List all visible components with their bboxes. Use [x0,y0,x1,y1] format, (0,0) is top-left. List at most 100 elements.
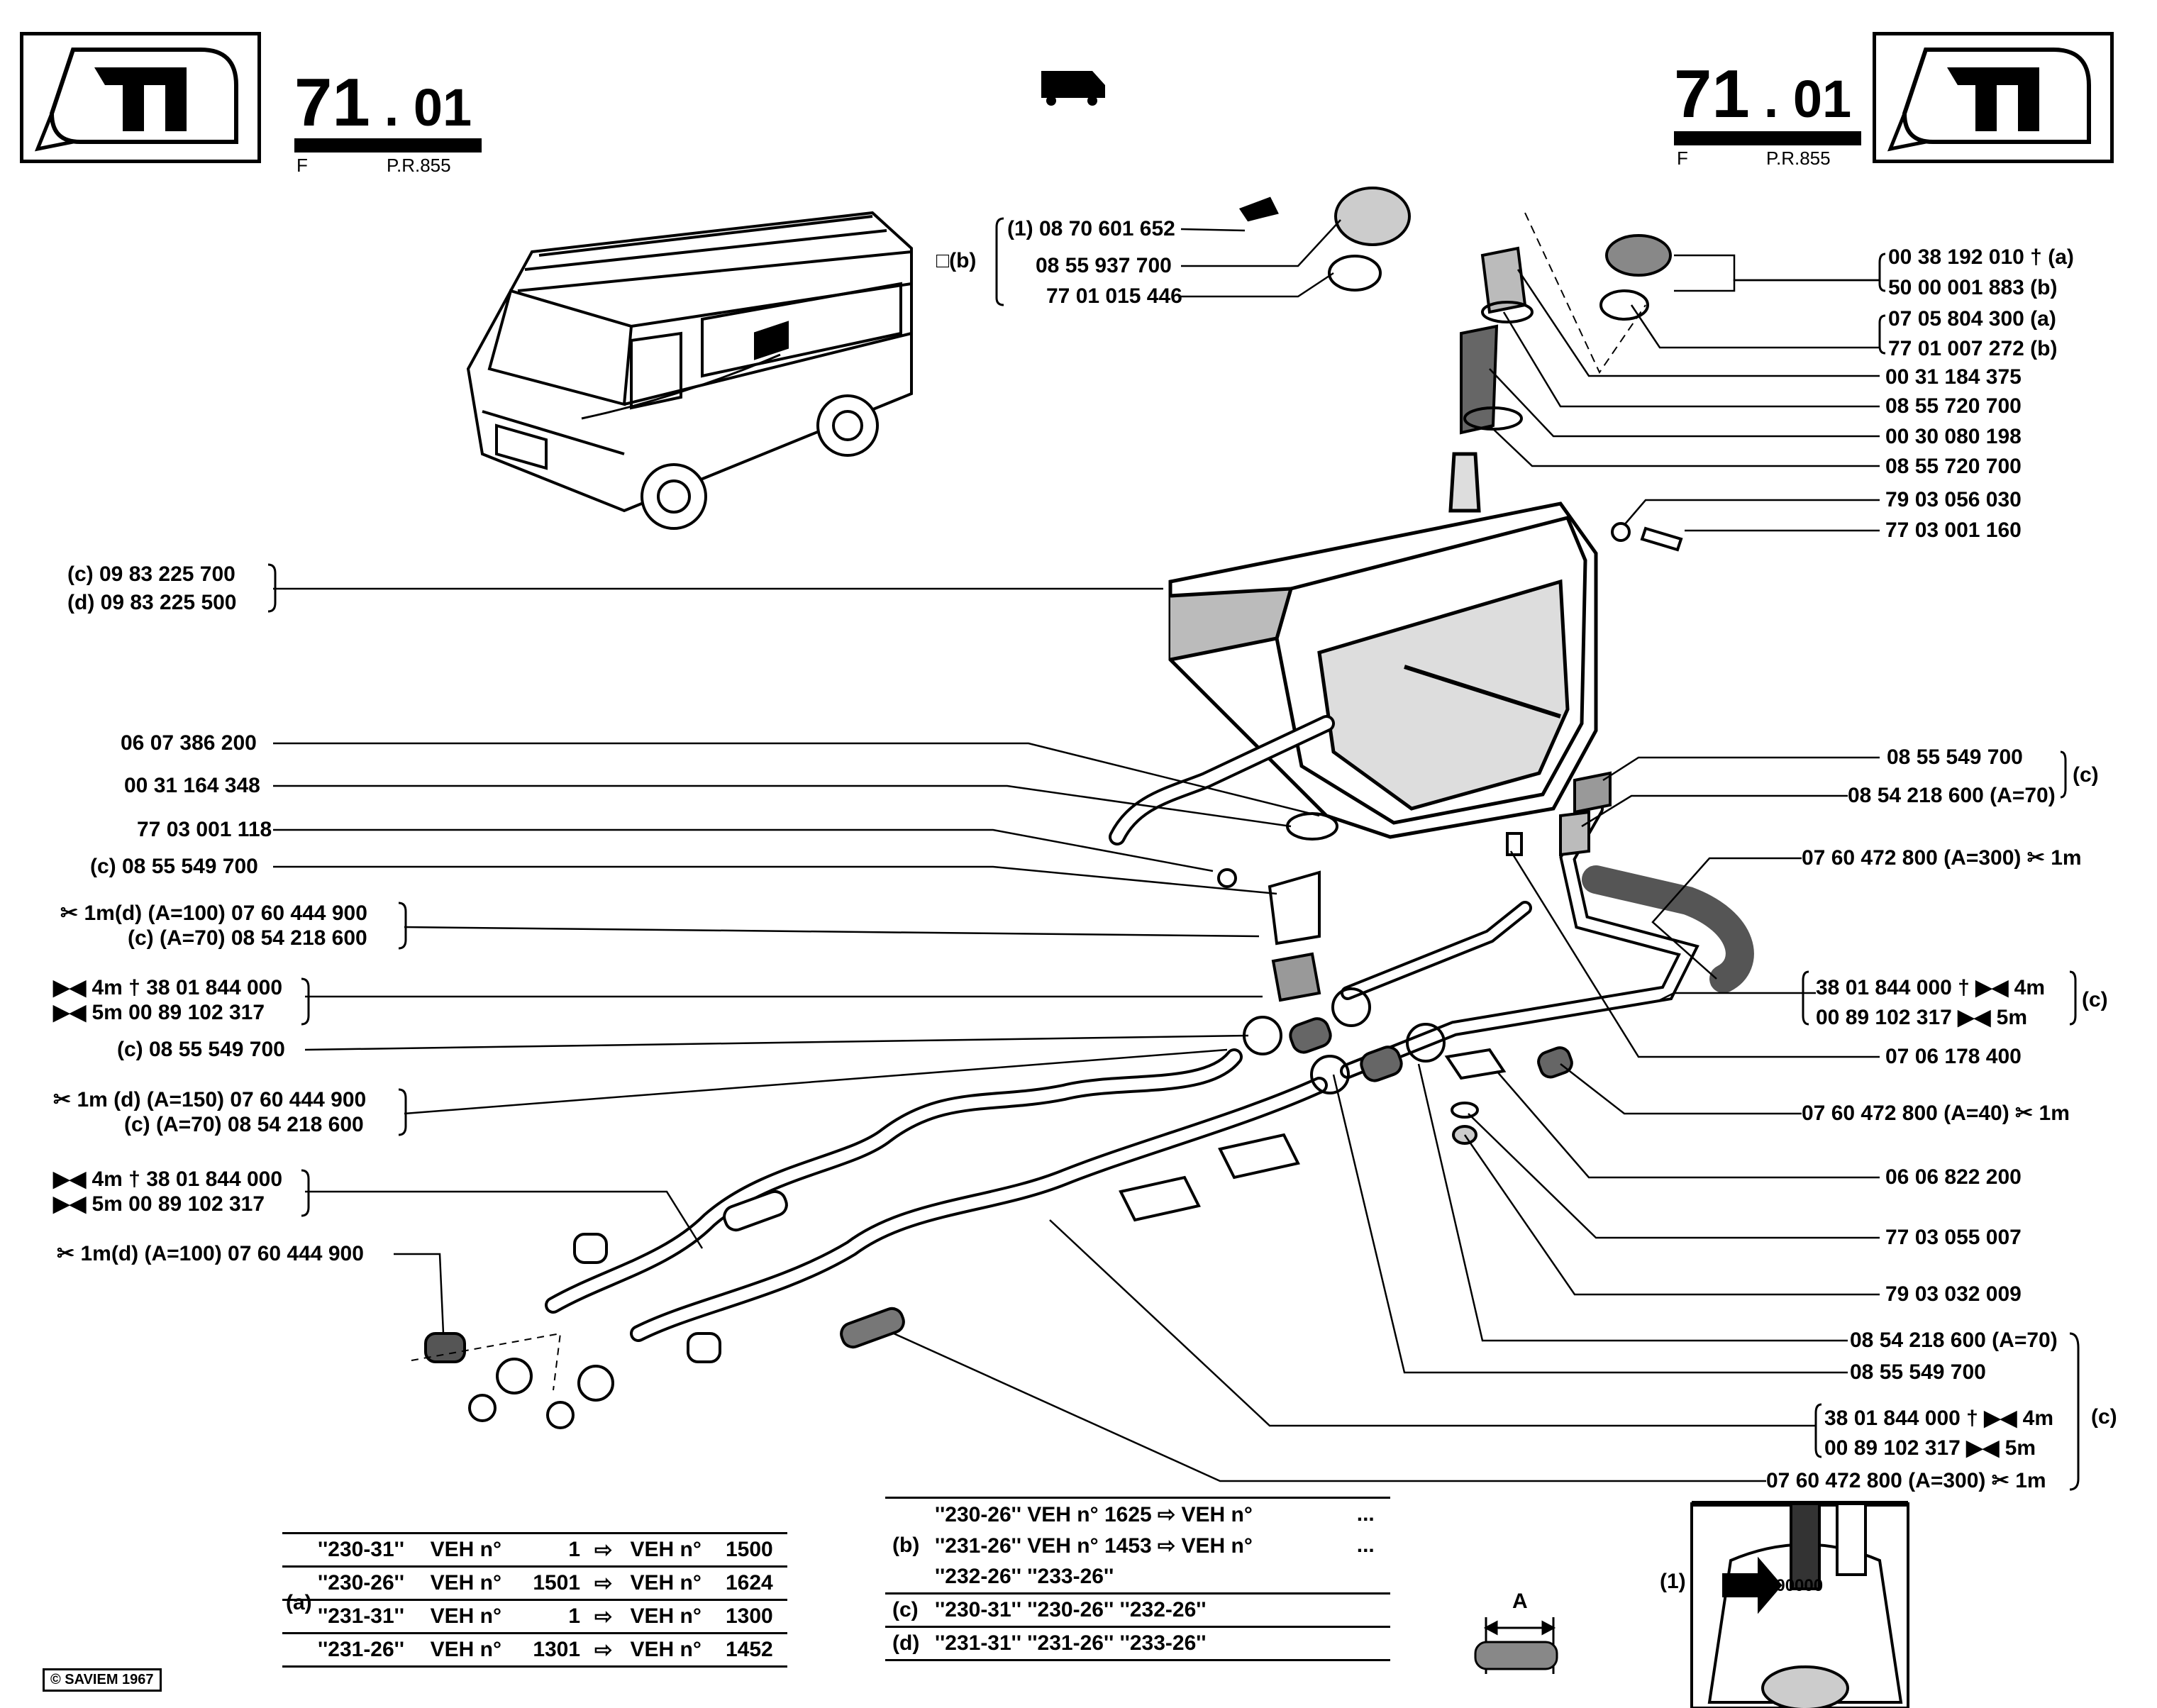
part-label-left-12: ✂ 1m (d) (A=150) 07 60 444 900 [53,1088,367,1111]
table-row: ''231-31'' VEH n° 1 ⇨ VEH n° 1300 [282,1599,787,1634]
tag-c-right-2: (c) [2082,988,2108,1011]
part-label-left-5: 77 03 001 118 [137,818,272,841]
part-label-right-16: 07 06 178 400 [1885,1045,2022,1068]
table-cell: VEH n° [623,1565,719,1600]
table-cell: 1300 [718,1599,787,1634]
table-cell: (d) [885,1626,928,1661]
part-label-right-13: 07 60 472 800 (A=300) ✂ 1m [1802,846,2082,870]
table-cell: VEH n° [423,1599,519,1634]
header-ref-left: P.R.855 [387,155,451,176]
table-cell: ⇨ [587,1599,623,1634]
key-inset-drawing [1690,1501,1909,1708]
table-cell: VEH n° [423,1565,519,1600]
logo-right [1873,32,2114,163]
part-label-left-8: (c) (A=70) 08 54 218 600 [128,926,367,950]
header-letter-left: F [296,155,308,176]
table-cell: 1 [519,1599,588,1634]
part-label-left-9: ▶◀ 4m † 38 01 844 000 [53,976,283,999]
part-label-right-3: 07 05 804 300 (a) [1888,307,2056,331]
vehicle-range-table-a: ''230-31'' VEH n° 1 ⇨ VEH n° 1500 ''230-… [282,1532,787,1668]
dimension-label: A [1512,1590,1528,1613]
part-label-left-4: 00 31 164 348 [124,774,260,797]
table-row: ''232-26'' ''233-26'' [885,1561,1390,1594]
part-label-left-6: (c) 08 55 549 700 [90,855,258,878]
table-cell: (c) [885,1592,928,1627]
table-row: ''230-26'' VEH n° 1501 ⇨ VEH n° 1624 [282,1565,787,1600]
table-cell: ''231-26'' [311,1632,423,1668]
part-label-right-9: 79 03 056 030 [1885,488,2022,511]
part-label-right-14: 38 01 844 000 † ▶◀ 4m [1816,976,2046,999]
table-cell: 1452 [718,1632,787,1668]
table-cell: 1501 [519,1565,588,1600]
table-cell: ⇨ [587,1532,623,1567]
page-number-left: 71. 01 [294,64,472,142]
table-cell: VEH n° [623,1532,719,1567]
table-cell: ''231-26'' VEH n° 1453 ⇨ VEH n° [935,1534,1253,1558]
page-number-sub: . 01 [384,78,472,137]
table-cell: ''230-26'' [311,1565,423,1600]
part-label-left-2: (d) 09 83 225 500 [67,591,237,614]
part-label-right-8: 08 55 720 700 [1885,455,2022,478]
table-cell: 1624 [718,1565,787,1600]
table-cell [885,1497,928,1530]
table-cell: 1301 [519,1632,588,1668]
part-label-left-11: (c) 08 55 549 700 [117,1038,285,1061]
table-cell: ... [1349,1497,1390,1530]
table-cell: ''230-31'' ''230-26'' ''232-26'' [928,1592,1350,1627]
key-callout: (1) [1660,1570,1686,1593]
van-drawing [466,211,913,530]
part-label-right-4: 77 01 007 272 (b) [1888,337,2058,360]
tag-c-right-1: (c) [2073,763,2099,787]
header-letter-right: F [1677,148,1688,169]
table-cell: ... [1356,1534,1375,1557]
part-label-right-6: 08 55 720 700 [1885,394,2022,418]
part-label-right-10: 77 03 001 160 [1885,518,2022,542]
table-cell: ⇨ [587,1565,623,1600]
part-label-right-24: 00 89 102 317 ▶◀ 5m [1824,1436,2036,1460]
part-label-right-20: 79 03 032 009 [1885,1282,2022,1306]
key-number: 000000 [1766,1576,1824,1595]
vehicle-range-table-bcd: ''230-26'' VEH n° 1625 ⇨ VEH n° ... (b) … [885,1497,1390,1661]
table-row: ''231-26'' VEH n° 1301 ⇨ VEH n° 1452 [282,1632,787,1668]
table-row: (b) ''231-26'' VEH n° 1453 ⇨ VEH n° ... [885,1530,1390,1561]
table-row: (d) ''231-31'' ''231-26'' ''233-26'' [885,1626,1390,1661]
part-label-right-7: 00 30 080 198 [1885,425,2022,448]
part-label-right-5: 00 31 184 375 [1885,365,2022,389]
table-cell: VEH n° [423,1632,519,1668]
table-cell: (b) [892,1534,920,1557]
brackets [267,217,2080,1491]
part-label-right-2: 50 00 001 883 (b) [1888,276,2058,299]
table-cell [1349,1626,1390,1661]
table-cell: 1 [519,1532,588,1567]
table-cell: ''231-31'' [311,1599,423,1634]
leader-lines [273,219,1880,1482]
part-label-top-2: 08 55 937 700 [1036,254,1172,277]
table-cell [1350,1561,1390,1594]
part-label-top-1: (1) 08 70 601 652 [1007,217,1175,240]
fuel-pipes-drawing [545,715,1754,1342]
part-label-right-18: 06 06 822 200 [1885,1165,2022,1189]
part-label-left-14: ▶◀ 4m † 38 01 844 000 [53,1168,283,1191]
brand-logo-icon [34,48,238,152]
table-row: ''230-31'' VEH n° 1 ⇨ VEH n° 1500 [282,1532,787,1567]
header-ref-right: P.R.855 [1766,148,1831,169]
group-b-tag: □(b) [936,249,977,272]
van-icon [1041,71,1105,106]
part-label-left-7: ✂ 1m(d) (A=100) 07 60 444 900 [60,902,367,925]
table-cell [1349,1592,1390,1627]
part-label-left-1: (c) 09 83 225 700 [67,562,235,586]
page-number-sub: . 01 [1763,70,1852,128]
header-bar-left [294,138,482,152]
part-label-right-19: 77 03 055 007 [1885,1226,2022,1249]
table-cell: ''230-31'' [311,1532,423,1567]
copyright: © SAVIEM 1967 [43,1668,162,1692]
part-label-right-12: 08 54 218 600 (A=70) [1848,784,2056,807]
part-label-right-17: 07 60 472 800 (A=40) ✂ 1m [1802,1102,2070,1125]
part-label-right-15: 00 89 102 317 ▶◀ 5m [1816,1006,2028,1029]
fuel-tank-drawing [1168,452,1598,839]
brand-logo-icon [1887,48,2091,152]
table-cell: ''231-31'' ''231-26'' ''233-26'' [928,1626,1350,1661]
table-cell: VEH n° [623,1632,719,1668]
